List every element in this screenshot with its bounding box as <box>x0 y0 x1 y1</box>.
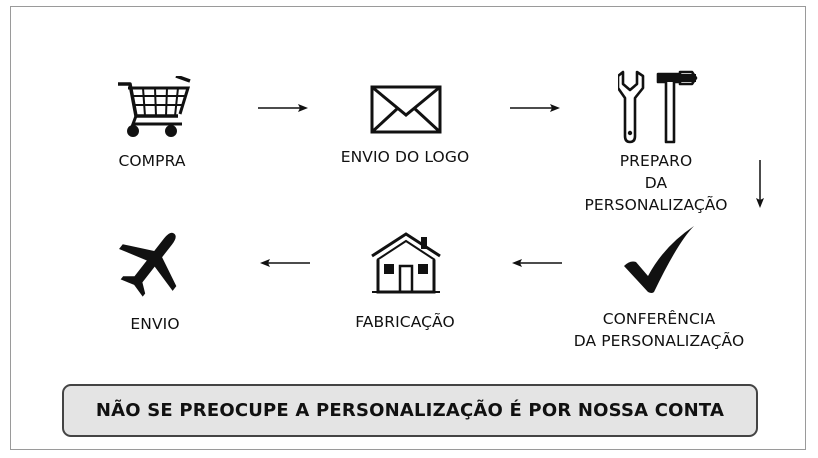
arrow-left-icon <box>512 259 562 267</box>
promo-banner: NÃO SE PREOCUPE A PERSONALIZAÇÃO É POR N… <box>62 384 758 437</box>
tools-icon <box>618 70 698 144</box>
step-label-fabricacao: FABRICAÇÃO <box>355 313 455 331</box>
step-label-envio: ENVIO <box>130 315 180 333</box>
step-label-envio-do-logo: ENVIO DO LOGO <box>340 148 470 166</box>
step-label-preparo: PREPARO DA PERSONALIZAÇÃO <box>584 152 728 214</box>
shopping-cart-icon <box>118 76 191 137</box>
step-label-conferencia: CONFERÊNCIA DA PERSONALIZAÇÃO <box>573 310 745 350</box>
checkmark-icon <box>624 226 694 293</box>
arrow-right-icon <box>258 104 308 112</box>
envelope-icon <box>370 85 442 134</box>
arrow-down-icon <box>756 160 764 208</box>
house-icon <box>371 232 441 294</box>
airplane-icon <box>119 232 177 297</box>
arrow-left-icon <box>260 259 310 267</box>
arrow-right-icon <box>510 104 560 112</box>
banner-text: NÃO SE PREOCUPE A PERSONALIZAÇÃO É POR N… <box>95 400 725 421</box>
step-label-compra: COMPRA <box>118 152 186 170</box>
